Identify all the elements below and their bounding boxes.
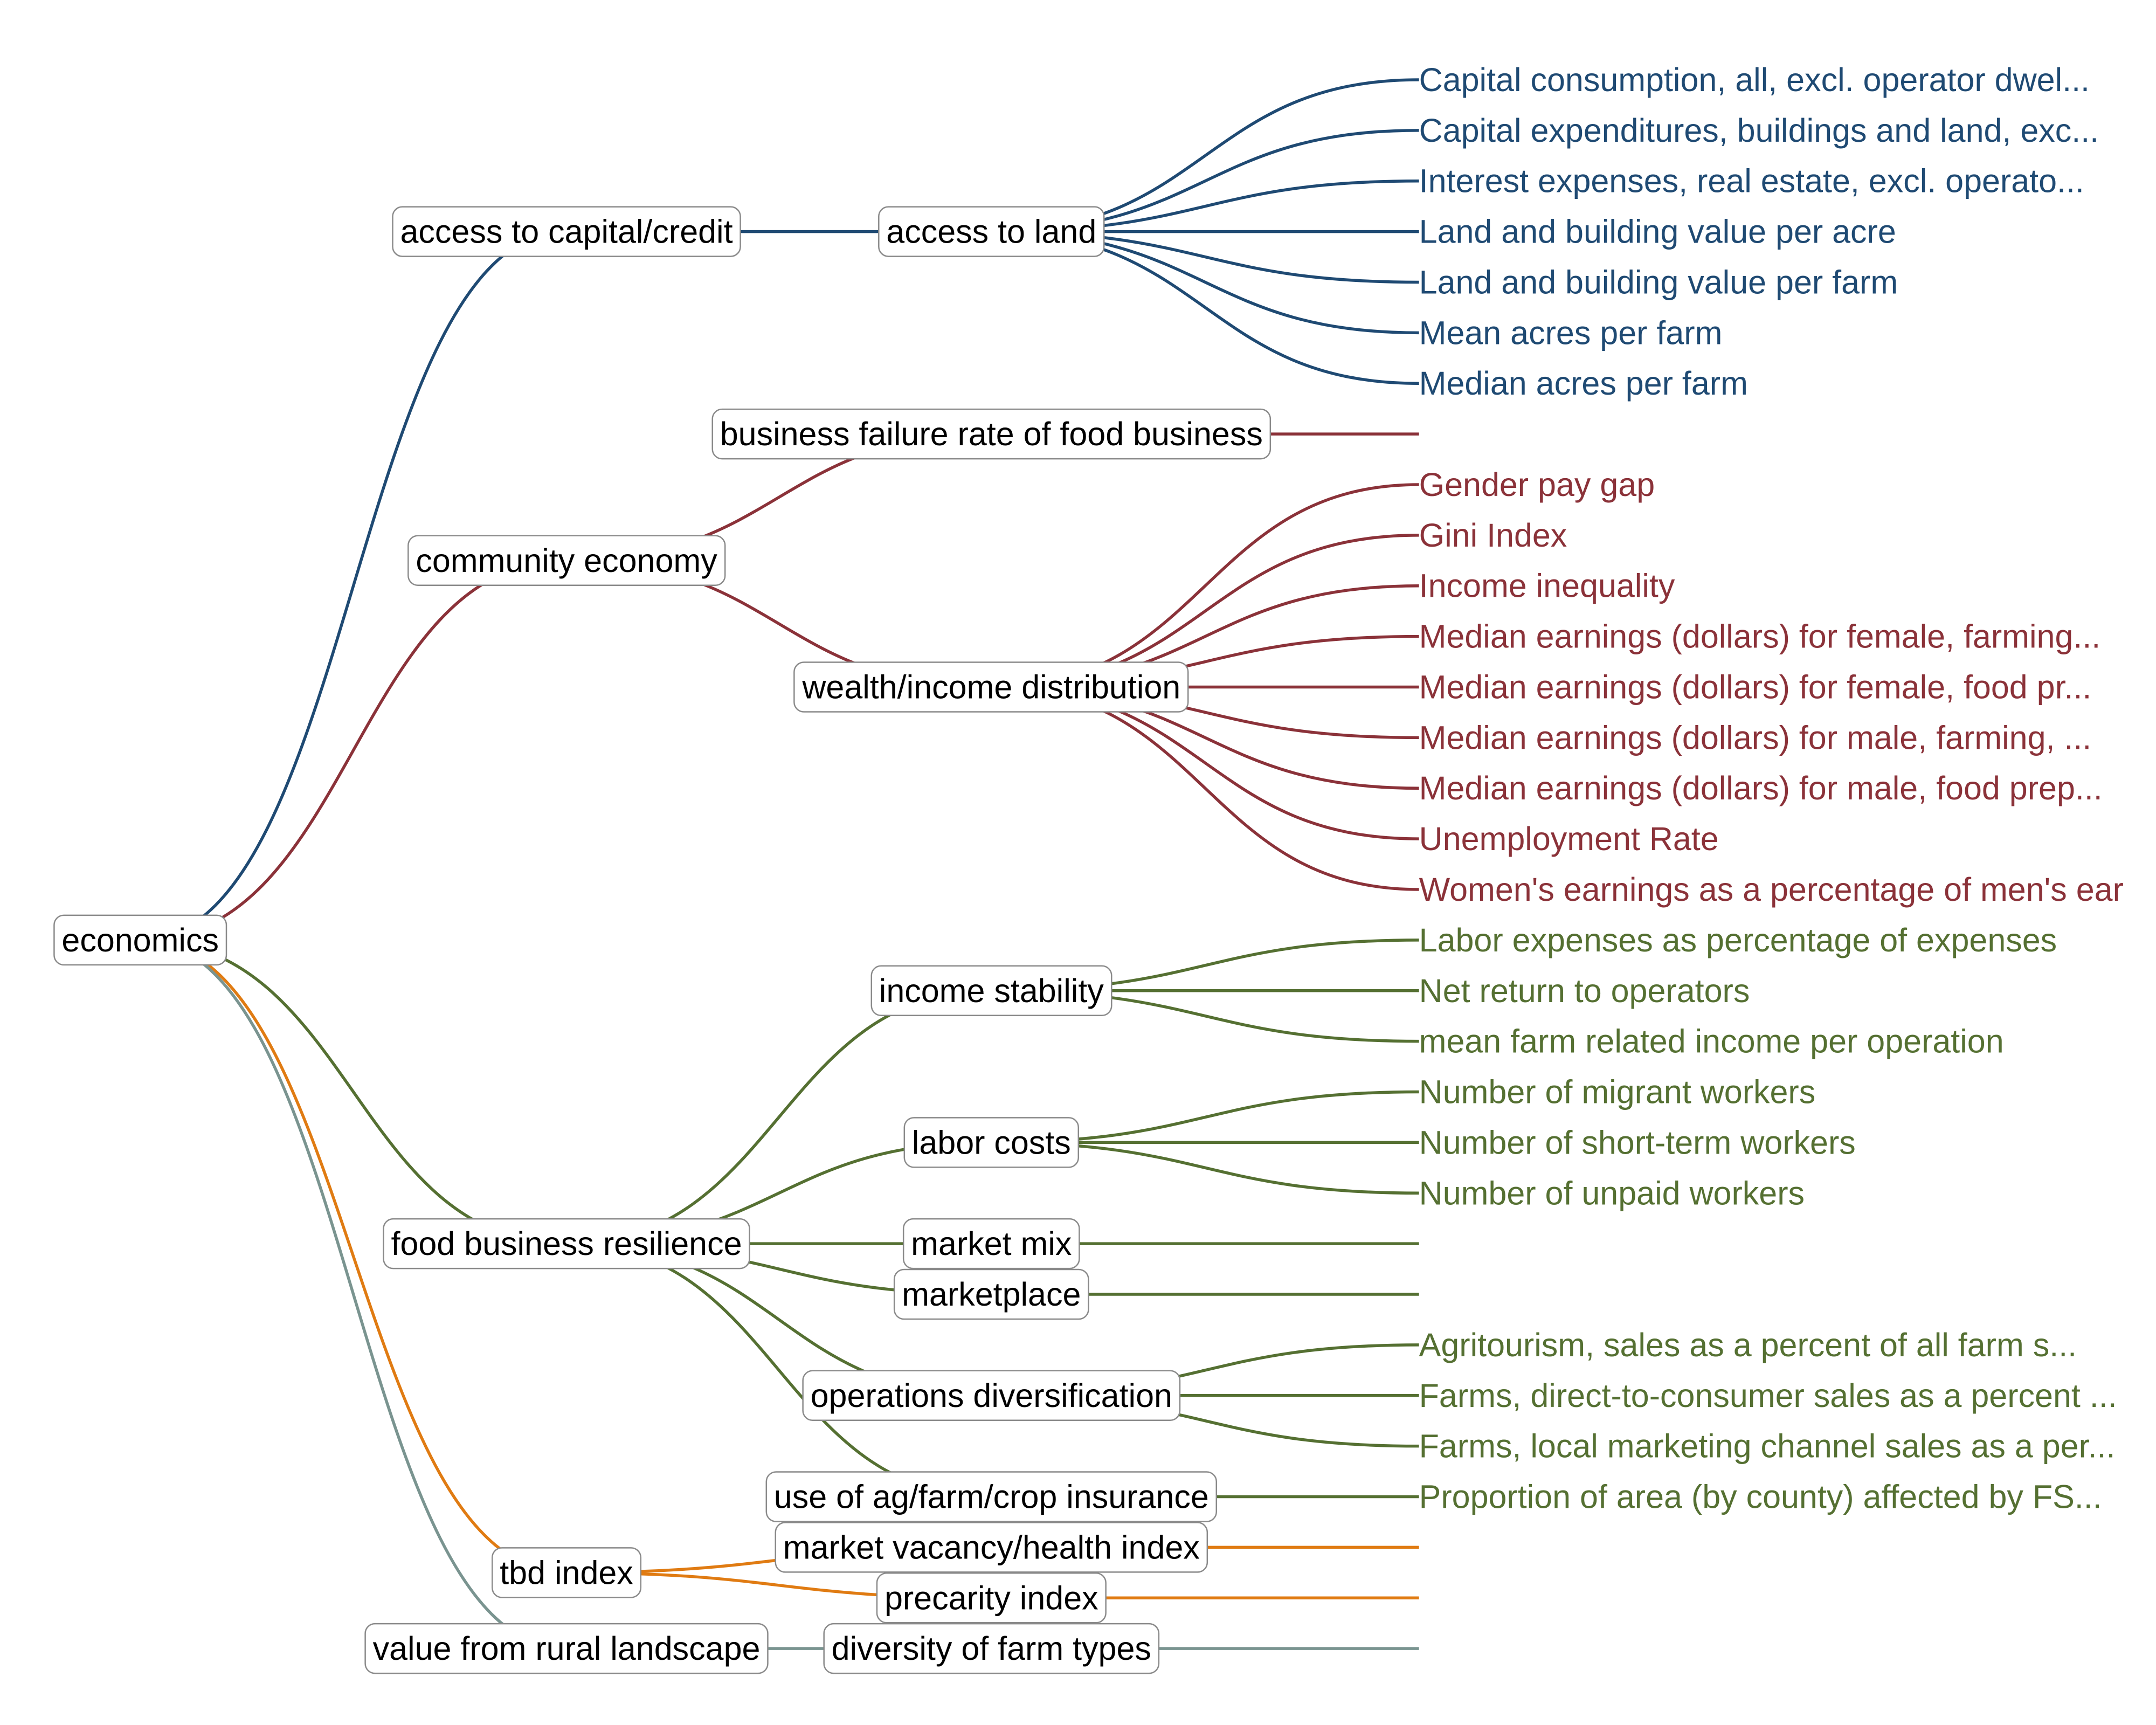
edge-root-to-branch [140, 230, 567, 942]
child-node-label: labor costs [912, 1124, 1071, 1161]
child-node[interactable]: labor costs [903, 1117, 1080, 1168]
branch-node-label: food business resilience [391, 1225, 742, 1262]
leaf-label: Farms, direct-to-consumer sales as a per… [1419, 1377, 2117, 1414]
child-node-label: marketplace [902, 1276, 1081, 1313]
leaf-label: Gini Index [1419, 517, 1567, 554]
leaf-label: Capital expenditures, buildings and land… [1419, 112, 2099, 149]
child-node[interactable]: precarity index [876, 1572, 1107, 1624]
leaf-label: Median earnings (dollars) for female, fa… [1419, 618, 2101, 655]
edge-root-to-branch [140, 559, 567, 942]
child-node-box [775, 1522, 1208, 1573]
child-node-label: income stability [879, 972, 1104, 1009]
child-node-label: market mix [911, 1225, 1072, 1262]
leaf-label: Land and building value per farm [1419, 264, 1898, 300]
branch-node-box [407, 535, 726, 586]
child-node[interactable]: market mix [902, 1218, 1080, 1269]
leaf-label: Land and building value per acre [1419, 213, 1896, 250]
child-node-box [711, 408, 1272, 460]
leaf-label: Number of unpaid workers [1419, 1175, 1805, 1211]
leaf-label: Median earnings (dollars) for male, farm… [1419, 719, 2092, 756]
leaf-label: Proportion of area (by county) affected … [1419, 1479, 2102, 1515]
tree-nodes: economics access to capital/credit access … [53, 61, 2124, 1674]
child-node[interactable]: use of ag/farm/crop insurance [765, 1471, 1218, 1522]
branch-node[interactable]: tbd index [491, 1547, 642, 1598]
edge-child-to-leaf [991, 483, 1419, 689]
child-node-label: precarity index [884, 1579, 1098, 1616]
root-node[interactable]: economics [53, 914, 227, 966]
leaf-label: Median earnings (dollars) for male, food… [1419, 770, 2103, 806]
child-node[interactable]: operations diversification [802, 1370, 1181, 1422]
child-node-box [878, 206, 1105, 257]
child-node-label: operations diversification [811, 1377, 1172, 1414]
branch-node-label: tbd index [500, 1554, 633, 1591]
leaf-label: Median earnings (dollars) for female, fo… [1419, 668, 2092, 705]
child-node[interactable]: wealth/income distribution [793, 661, 1189, 713]
child-node-label: use of ag/farm/crop insurance [774, 1479, 1209, 1515]
leaf-label: Number of short-term workers [1419, 1124, 1856, 1161]
child-node-box [903, 1117, 1080, 1168]
edge-child-to-leaf [991, 685, 1419, 891]
child-node-box [802, 1370, 1181, 1422]
child-node[interactable]: market vacancy/health index [775, 1522, 1208, 1573]
branch-node-box [392, 206, 741, 257]
leaf-label: mean farm related income per operation [1419, 1023, 2004, 1060]
child-node-box [793, 661, 1189, 713]
child-node-box [765, 1471, 1218, 1522]
leaf-label: Mean acres per farm [1419, 314, 1723, 351]
leaf-label: Net return to operators [1419, 972, 1750, 1009]
edge-root-to-branch [140, 939, 567, 1650]
leaf-label: Gender pay gap [1419, 466, 1655, 503]
edge-root-to-branch [140, 939, 567, 1575]
leaf-label: Farms, local marketing channel sales as … [1419, 1428, 2116, 1465]
leaf-label: Income inequality [1419, 568, 1675, 604]
child-node[interactable]: marketplace [893, 1268, 1089, 1320]
branch-node-label: access to capital/credit [400, 213, 733, 250]
leaf-label: Women's earnings as a percentage of men'… [1419, 871, 2124, 908]
branch-node-box [383, 1218, 750, 1269]
child-node-box [893, 1268, 1089, 1320]
root-node-box [53, 914, 227, 966]
child-node-box [876, 1572, 1107, 1624]
child-node-box [870, 965, 1112, 1017]
child-node-box [823, 1623, 1160, 1674]
leaf-label: Agritourism, sales as a percent of all f… [1419, 1327, 2077, 1363]
branch-node-box [491, 1547, 642, 1598]
child-node[interactable]: income stability [870, 965, 1112, 1017]
child-node[interactable]: business failure rate of food business [711, 408, 1272, 460]
child-node-label: market vacancy/health index [783, 1529, 1200, 1565]
leaf-label: Labor expenses as percentage of expenses [1419, 922, 2057, 958]
branch-node-label: value from rural landscape [373, 1630, 761, 1667]
child-node-label: diversity of farm types [832, 1630, 1151, 1667]
branch-node[interactable]: community economy [407, 535, 726, 586]
leaf-label: Interest expenses, real estate, excl. op… [1419, 163, 2084, 199]
child-node-label: wealth/income distribution [801, 668, 1180, 705]
child-node-box [902, 1218, 1080, 1269]
child-node[interactable]: diversity of farm types [823, 1623, 1160, 1674]
leaf-label: Capital consumption, all, excl. operator… [1419, 61, 2090, 98]
branch-node-box [364, 1623, 769, 1674]
leaf-label: Number of migrant workers [1419, 1074, 1816, 1110]
child-node[interactable]: access to land [878, 206, 1105, 257]
branch-node[interactable]: access to capital/credit [392, 206, 741, 257]
leaf-label: Median acres per farm [1419, 365, 1748, 402]
child-node-label: access to land [886, 213, 1096, 250]
leaf-label: Unemployment Rate [1419, 820, 1719, 857]
child-node-label: business failure rate of food business [720, 416, 1263, 452]
branch-node[interactable]: food business resilience [383, 1218, 750, 1269]
tree-edges [140, 78, 1419, 1650]
edge-root-to-branch [140, 939, 567, 1245]
root-node-label: economics [61, 922, 219, 958]
branch-node[interactable]: value from rural landscape [364, 1623, 769, 1674]
branch-node-label: community economy [416, 542, 717, 579]
